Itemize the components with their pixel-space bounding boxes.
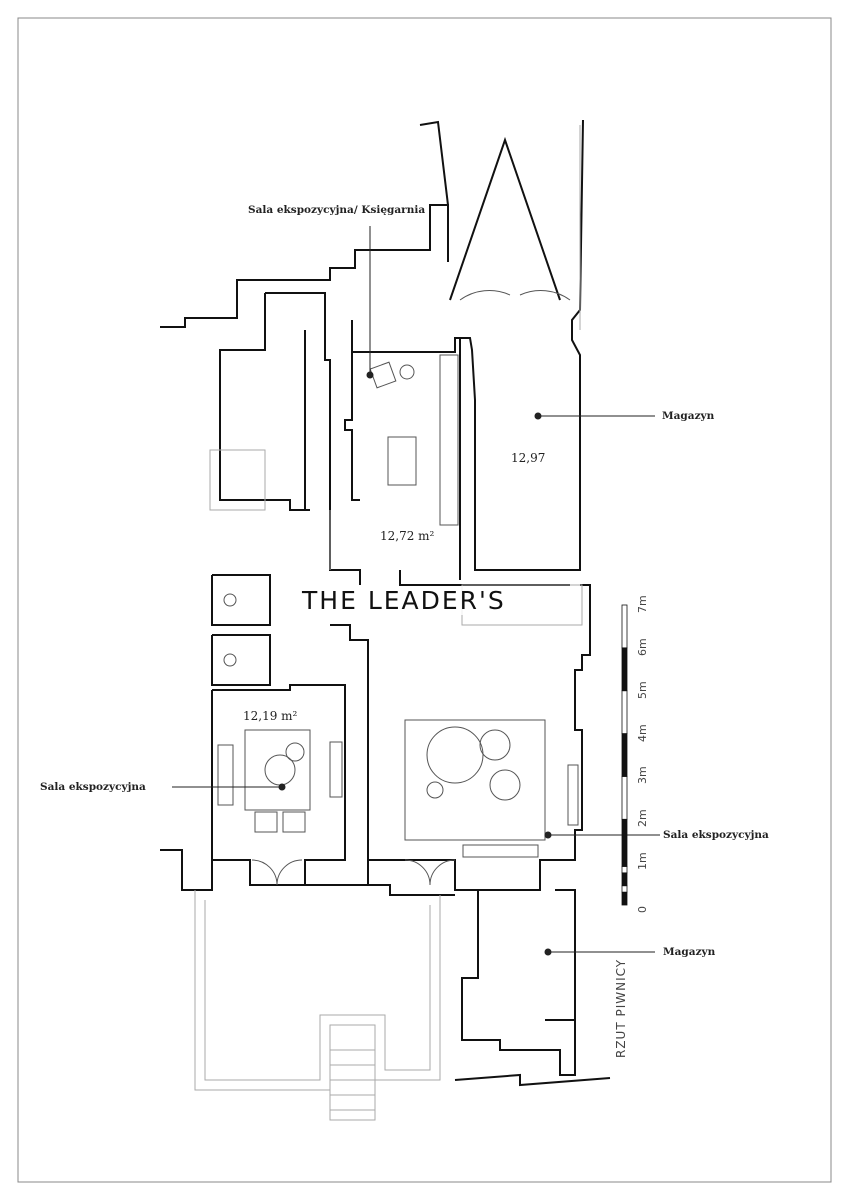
scale-bar-segment [621,690,628,734]
scale-bar-segment [621,604,628,649]
scale-tick-label: 7m [636,595,649,613]
scale-bar-segment [621,866,628,874]
room-label-storage-bottom: Magazyn [663,946,716,958]
scale-tick-label: 1m [636,852,649,871]
leader-lines [172,226,660,956]
scale-tick-label: 4m [636,723,649,742]
scale-tick-label: 2m [636,809,649,828]
scale-bar-segment [621,818,628,867]
scale-bar-segment [621,647,628,692]
scale-bar-segment [621,776,628,820]
scale-bar-segment [621,891,628,906]
brand-watermark: THE LEADER'S [298,586,510,615]
scale-bar-segment [621,872,628,887]
scale-tick-label: 3m [636,766,649,785]
walls [160,119,611,1087]
scale-bar-segment [621,885,628,893]
page-frame [17,17,832,1183]
room-area-exhibition-left: 12,19 m² [243,709,298,723]
scale-bar [621,604,628,906]
scale-tick-label: 6m [636,638,649,656]
scale-tick-label: 5m [636,680,649,699]
plan-title: RZUT PIWNICY [614,958,628,1058]
hidden-lines [194,125,583,1121]
room-label-exhibition-main: Sala ekspozycyjna [663,829,769,841]
room-label-bookstore: Sala ekspozycyjna/ Księgarnia [248,204,426,216]
scale-bar-segment [621,733,628,777]
room-area-storage-top: 12,97 [511,451,546,465]
room-label-exhibition-left: Sala ekspozycyjna [40,781,146,793]
scale-tick-label: 0 [636,906,649,913]
room-label-storage-top: Magazyn [662,410,715,422]
room-area-bookstore: 12,72 m² [380,529,435,543]
